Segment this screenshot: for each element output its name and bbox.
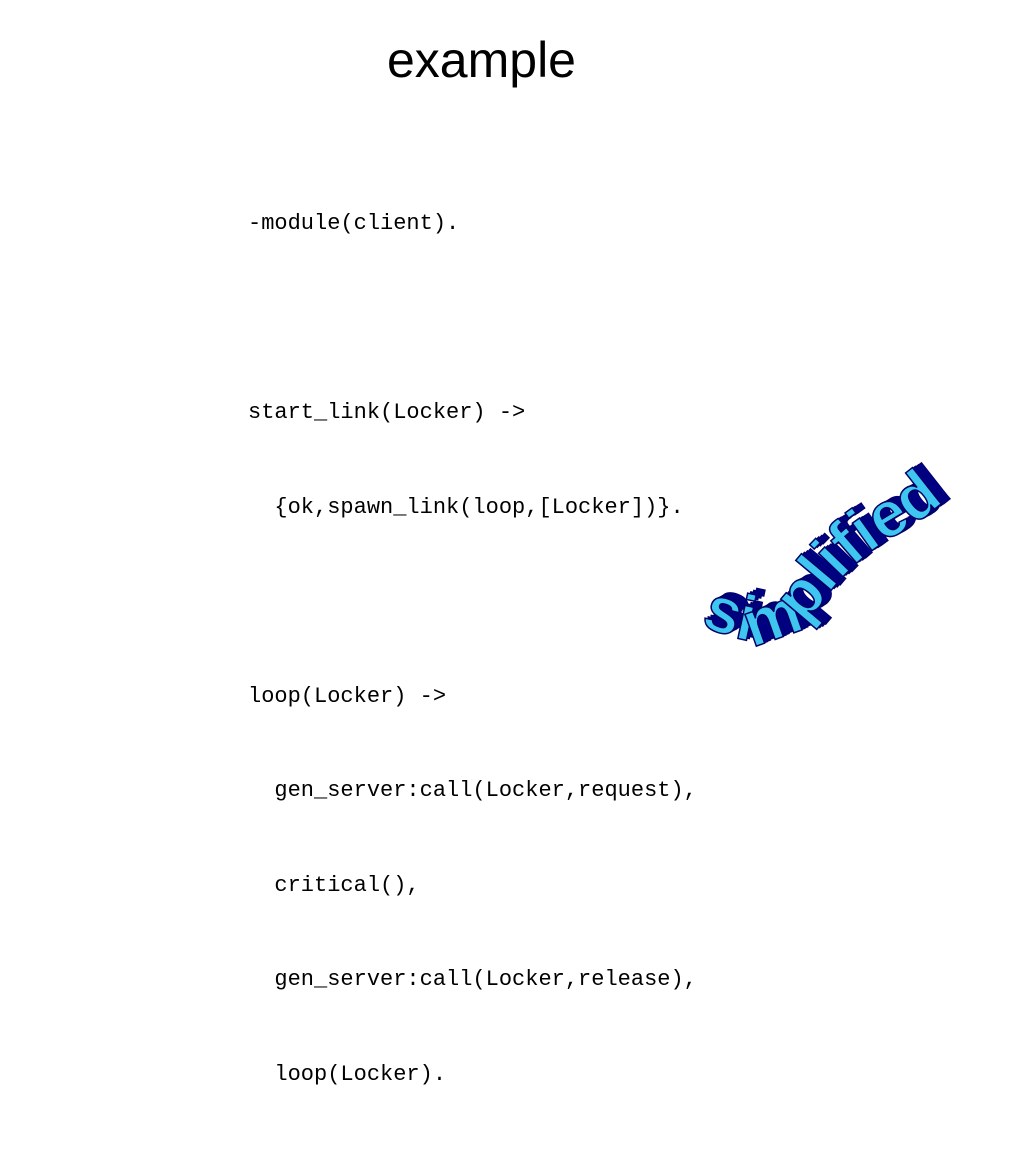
wordart-simplified: simplified simplified simplified simplif… xyxy=(690,430,1010,670)
code-line: {ok,spawn_link(loop,[Locker])}. xyxy=(248,494,684,520)
wordart-graphic: simplified simplified simplified simplif… xyxy=(694,450,962,661)
code-line: -module(client). xyxy=(248,211,460,236)
code-line: gen_server:call(Locker,request), xyxy=(248,778,697,803)
code-line xyxy=(248,303,697,335)
wordart-face-text: simplified xyxy=(695,456,953,661)
slide-title: example xyxy=(387,32,576,88)
code-line: start_link(Locker) -> xyxy=(248,400,526,425)
code-line: critical(), xyxy=(248,872,420,898)
code-line: gen_server:call(Locker,release), xyxy=(248,967,697,992)
code-block: -module(client). start_link(Locker) -> {… xyxy=(248,145,697,1153)
code-line xyxy=(248,586,697,618)
slide: example -module(client). start_link(Lock… xyxy=(248,32,1010,1087)
code-line: loop(Locker). xyxy=(248,1061,447,1087)
code-line: loop(Locker) -> xyxy=(248,683,447,709)
wordart-face-path: simplified xyxy=(694,455,954,662)
